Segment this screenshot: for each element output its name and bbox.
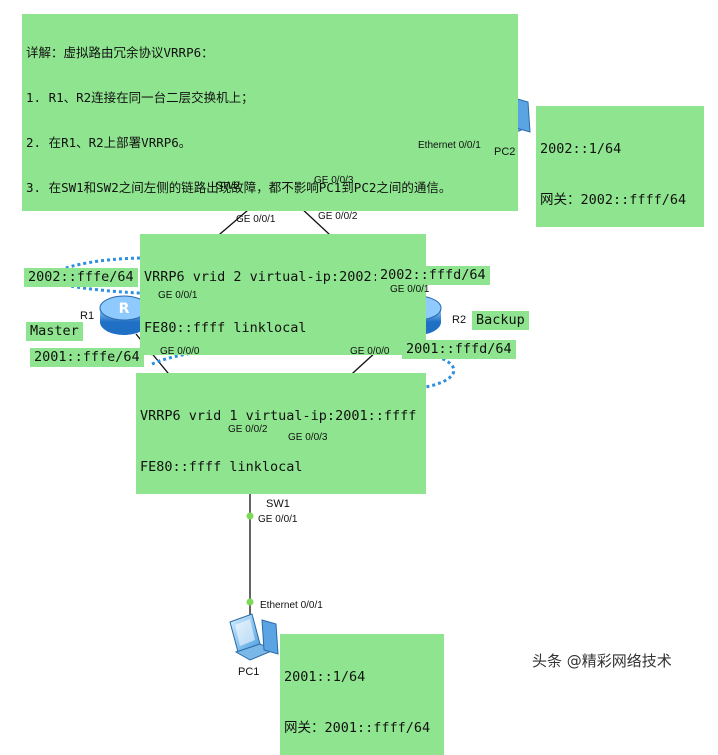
- pc2-gateway: 网关：2002::ffff/64: [540, 192, 687, 208]
- port-label-r2-g0: GE 0/0/0: [350, 346, 390, 357]
- vrrp-group-2-box: VRRP6 vrid 2 virtual-ip:2002:ffff FE80::…: [140, 234, 426, 355]
- pc1-address-box: 2001::1/64 网关：2001::ffff/64: [280, 634, 444, 755]
- device-label-pc1: PC1: [238, 666, 260, 678]
- pc2-address-box: 2002::1/64 网关：2002::ffff/64: [536, 106, 704, 227]
- vrrp-group-1-box: VRRP6 vrid 1 virtual-ip:2001::ffff FE80:…: [136, 373, 426, 494]
- r2-downstream-address: 2001::fffd/64: [402, 340, 516, 359]
- description-line: 1. R1、R2连接在同一台二层交换机上；: [26, 90, 254, 105]
- device-label-r1: R1: [80, 310, 95, 322]
- description-note: 详解：虚拟路由冗余协议VRRP6： 1. R1、R2连接在同一台二层交换机上； …: [22, 14, 518, 211]
- pc-icon: [229, 613, 279, 661]
- port-label-sw1-g2: GE 0/0/2: [228, 424, 268, 435]
- device-label-sw1: SW1: [266, 498, 290, 510]
- watermark: 头条 @精彩网络技术: [532, 652, 672, 670]
- device-label-sw2: SW2: [216, 180, 240, 192]
- r2-role-badge: Backup: [472, 311, 529, 330]
- port-label-pc2-eth: Ethernet 0/0/1: [418, 140, 481, 151]
- port-label-pc1-eth: Ethernet 0/0/1: [260, 600, 323, 611]
- r1-upstream-address: 2002::fffe/64: [24, 268, 138, 287]
- vrrp-group-1-vip: VRRP6 vrid 1 virtual-ip:2001::ffff: [140, 408, 417, 424]
- description-title: 详解：虚拟路由冗余协议VRRP6：: [26, 45, 214, 60]
- router-icon: R: [99, 295, 149, 335]
- topology-diagram: R R 详解：虚拟路由冗余协议VRRP6： 1. R1、R2连接在同一台二层交换…: [22, 14, 704, 755]
- vrrp-group-2-linklocal: FE80::ffff linklocal: [144, 320, 307, 336]
- pc2-ip: 2002::1/64: [540, 141, 622, 157]
- port-dot-sw1-g1: [246, 512, 254, 520]
- vrrp-group-1-linklocal: FE80::ffff linklocal: [140, 459, 303, 475]
- port-label-sw2-g2: GE 0/0/2: [318, 211, 358, 222]
- port-label-r2-g1: GE 0/0/1: [390, 284, 430, 295]
- svg-text:R: R: [119, 301, 130, 317]
- port-label-sw2-g1: GE 0/0/1: [236, 214, 276, 225]
- description-line: 2. 在R1、R2上部署VRRP6。: [26, 135, 192, 150]
- vrrp-group-2-vip: VRRP6 vrid 2 virtual-ip:2002:ffff: [144, 269, 413, 285]
- port-dot-pc1: [246, 598, 254, 606]
- device-label-pc2: PC2: [494, 146, 516, 158]
- r1-role-badge: Master: [26, 322, 83, 341]
- pc1-ip: 2001::1/64: [284, 669, 366, 685]
- device-label-r2: R2: [452, 314, 467, 326]
- port-label-r1-g1: GE 0/0/1: [158, 290, 198, 301]
- r1-downstream-address: 2001::fffe/64: [30, 348, 144, 367]
- port-label-sw1-g1: GE 0/0/1: [258, 514, 298, 525]
- r2-upstream-address: 2002::fffd/64: [376, 266, 490, 285]
- port-label-sw2-g3: GE 0/0/3: [314, 175, 354, 186]
- port-label-r1-g0: GE 0/0/0: [160, 346, 200, 357]
- port-label-sw1-g3: GE 0/0/3: [288, 432, 328, 443]
- description-line: 3. 在SW1和SW2之间左侧的链路出现故障，都不影响PC1到PC2之间的通信。: [26, 180, 452, 195]
- pc1-gateway: 网关：2001::ffff/64: [284, 720, 431, 736]
